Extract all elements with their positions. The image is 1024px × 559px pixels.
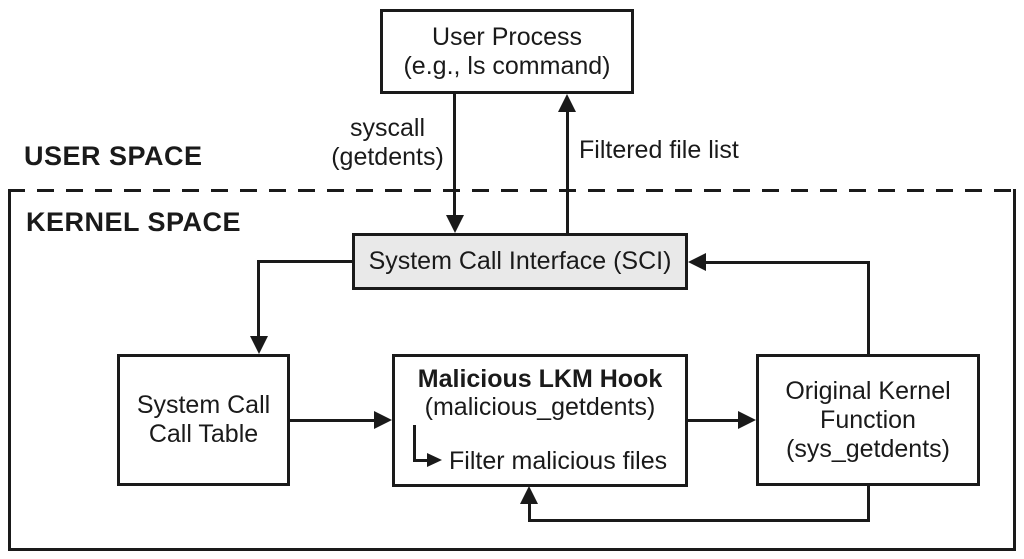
hook-bent-arrow-hline — [413, 459, 427, 462]
original-to-hook-vline-right — [867, 486, 870, 522]
sci-to-table-arrowhead — [250, 336, 268, 354]
original-to-hook-arrowhead — [520, 486, 538, 504]
original-to-sci-hline — [705, 261, 870, 264]
sci-to-table-hline — [257, 260, 352, 263]
table-line2: Call Table — [148, 420, 259, 448]
syscall-arrow-line — [453, 94, 456, 216]
system-call-table-node: System Call Call Table — [117, 354, 290, 486]
user-kernel-divider — [8, 189, 1016, 192]
user-process-node: User Process (e.g., ls command) — [380, 9, 634, 94]
system-call-interface-node: System Call Interface (SCI) — [352, 233, 688, 290]
filtered-list-arrow-line — [566, 111, 569, 233]
original-to-hook-hline — [528, 519, 870, 522]
malicious-lkm-hook-node: Malicious LKM Hook (malicious_getdents) … — [392, 354, 688, 487]
original-fn-line2: Function — [820, 405, 916, 434]
kernel-space-boundary — [8, 189, 1016, 551]
original-to-hook-vline-left — [528, 503, 531, 522]
hook-bent-arrowhead — [427, 453, 442, 467]
syscall-arrowhead — [446, 215, 464, 233]
sci-label: System Call Interface (SCI) — [368, 247, 672, 275]
hook-to-original-arrowhead — [738, 411, 756, 429]
table-to-hook-line — [290, 419, 375, 422]
hook-bent-arrow-vline — [413, 425, 416, 462]
original-to-sci-vline — [867, 261, 870, 354]
syscall-label-line2: (getdents) — [331, 143, 444, 171]
original-fn-line3: (sys_getdents) — [786, 434, 950, 463]
table-to-hook-arrowhead — [374, 411, 392, 429]
kernel-space-label: KERNEL SPACE — [26, 207, 242, 237]
table-line1: System Call — [136, 391, 271, 419]
hook-subtitle: (malicious_getdents) — [424, 393, 656, 421]
filtered-list-arrowhead — [558, 94, 576, 112]
user-process-line2: (e.g., ls command) — [403, 51, 611, 80]
hook-title: Malicious LKM Hook — [417, 365, 663, 393]
original-fn-line1: Original Kernel — [785, 376, 951, 405]
filtered-file-list-label: Filtered file list — [579, 136, 739, 164]
original-to-sci-arrowhead — [688, 253, 706, 271]
syscall-label-line1: syscall — [349, 114, 425, 142]
syscall-edge-label: syscall (getdents) — [325, 114, 450, 172]
sci-to-table-vline — [257, 260, 260, 336]
hook-to-original-line — [688, 419, 739, 422]
user-space-label: USER SPACE — [24, 141, 203, 171]
original-kernel-function-node: Original Kernel Function (sys_getdents) — [756, 354, 980, 486]
user-process-line1: User Process — [431, 22, 583, 51]
hook-action-label: Filter malicious files — [449, 447, 668, 475]
